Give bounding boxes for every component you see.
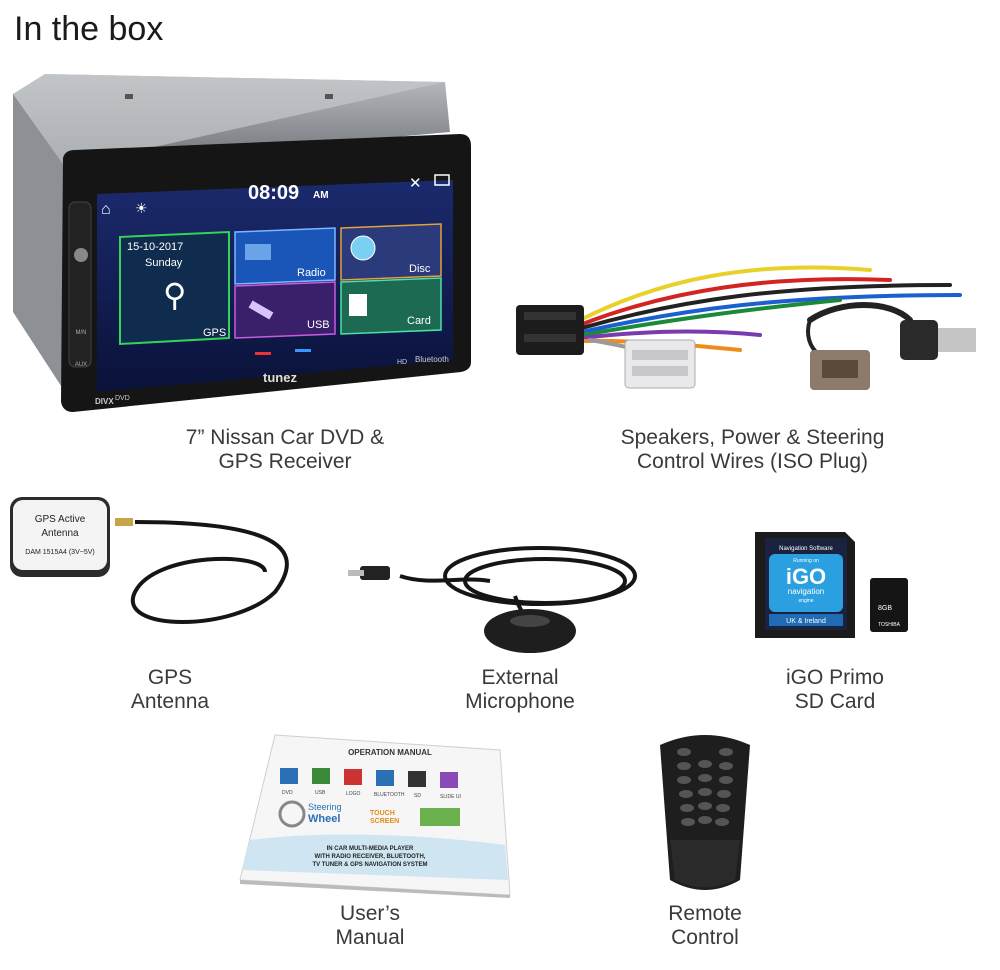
caption-antenna: GPS Antenna bbox=[110, 666, 230, 714]
caption-line: User’s bbox=[340, 902, 400, 925]
manual-icon-logo: LOGO bbox=[346, 791, 361, 797]
settings-icon: ✕ bbox=[409, 175, 422, 192]
clock-time: 08:09 bbox=[248, 182, 299, 204]
micro-sd-brand: TOSHIBA bbox=[878, 622, 901, 628]
tile-radio: Radio bbox=[234, 227, 336, 285]
manual-icon-bt: BLUETOOTH bbox=[374, 792, 405, 798]
igo-sd-card: Navigation Software Running on iGO navig… bbox=[755, 532, 908, 638]
tile-label-gps: GPS bbox=[203, 327, 226, 339]
usb-icon bbox=[248, 300, 274, 320]
caption-line: External bbox=[481, 666, 559, 689]
page-title: In the box bbox=[14, 10, 164, 48]
manual-wheel1: Steering bbox=[308, 802, 342, 812]
sd-running: Running on bbox=[793, 558, 819, 564]
brightness-icon: ☀ bbox=[135, 200, 148, 216]
disc-icon bbox=[350, 235, 376, 261]
gps-pin-icon: ⚲ bbox=[163, 277, 186, 313]
sd-sub1: navigation bbox=[788, 587, 824, 596]
caption-stereo: 7” Nissan Car DVD & GPS Receiver bbox=[150, 426, 420, 474]
tile-usb: USB bbox=[234, 281, 336, 339]
caption-manual: User’s Manual bbox=[315, 902, 425, 950]
micro-sd-size: 8GB bbox=[878, 605, 892, 612]
caption-line: SD Card bbox=[794, 690, 876, 713]
external-microphone bbox=[348, 546, 637, 653]
date-text: 15-10-2017 bbox=[127, 241, 183, 253]
manual-wheel2: Wheel bbox=[308, 813, 340, 825]
caption-sdcard: iGO Primo SD Card bbox=[765, 666, 905, 714]
manual-footer2: WITH RADIO RECEIVER, BLUETOOTH, bbox=[315, 854, 426, 860]
manual-touch1: TOUCH bbox=[370, 810, 395, 817]
hd-badge: HD bbox=[397, 359, 407, 366]
manual-icon-sd: SD bbox=[414, 793, 421, 799]
caption-line: Manual bbox=[335, 926, 405, 949]
manual-icon-slide: SLIDE UI bbox=[440, 794, 461, 800]
sd-header: Navigation Software bbox=[779, 546, 833, 552]
caption-line: GPS Receiver bbox=[218, 450, 352, 473]
users-manual: OPERATION MANUAL DVD USB LOGO BLUETOOTH … bbox=[239, 734, 511, 898]
caption-line: Antenna bbox=[130, 690, 210, 713]
sd-region: UK & Ireland bbox=[786, 618, 826, 625]
caption-line: Remote bbox=[668, 902, 742, 925]
display-icon bbox=[434, 174, 450, 186]
sd-icon bbox=[349, 294, 367, 316]
manual-heading: OPERATION MANUAL bbox=[348, 748, 432, 757]
home-icon: ⌂ bbox=[101, 201, 111, 218]
steering-wheel-icon bbox=[278, 800, 306, 828]
antenna-line3: DAM 1515A4 (3V~5V) bbox=[25, 549, 94, 556]
dvd-text: DVD bbox=[115, 395, 130, 402]
igo-logo: iGO bbox=[786, 564, 826, 589]
antenna-line2: Antenna bbox=[41, 528, 79, 539]
caption-line: Control Wires (ISO Plug) bbox=[636, 450, 869, 473]
bluetooth-text: Bluetooth bbox=[415, 355, 449, 364]
caption-line: Control bbox=[671, 926, 739, 949]
clock-ampm: AM bbox=[313, 190, 329, 201]
tile-label-radio: Radio bbox=[297, 267, 326, 279]
caption-line: Speakers, Power & Steering bbox=[620, 426, 885, 449]
car-dvd-gps-unit: AUX M/N ⌂ ☀ 08:09 AM ✕ 15-10-2017 Sunday… bbox=[13, 74, 471, 412]
day-text: Sunday bbox=[145, 257, 183, 269]
sd-sub2: engine bbox=[798, 598, 813, 604]
manual-icon-dvd: DVD bbox=[282, 790, 293, 796]
caption-line: GPS bbox=[147, 666, 193, 689]
tile-label-card: Card bbox=[407, 315, 431, 327]
manual-footer1: IN CAR MULTI-MEDIA PLAYER bbox=[327, 846, 414, 852]
remote-buttons bbox=[677, 748, 733, 826]
caption-line: iGO Primo bbox=[785, 666, 884, 689]
tile-label-disc: Disc bbox=[409, 263, 431, 275]
aux-label: AUX bbox=[75, 362, 87, 368]
caption-line: Microphone bbox=[465, 690, 575, 713]
manual-icon-row bbox=[280, 768, 458, 788]
antenna-line1: GPS Active bbox=[35, 514, 86, 525]
aerial-jack bbox=[900, 320, 938, 360]
caption-wires: Speakers, Power & Steering Control Wires… bbox=[600, 426, 905, 474]
caption-microphone: External Microphone bbox=[440, 666, 600, 714]
micro-sd-card bbox=[870, 578, 908, 632]
brand-text: tunez bbox=[263, 370, 297, 385]
tile-label-usb: USB bbox=[307, 319, 330, 331]
tile-disc: Disc bbox=[340, 223, 442, 281]
caption-remote: Remote Control bbox=[640, 902, 770, 950]
gps-antenna: GPS Active Antenna DAM 1515A4 (3V~5V) bbox=[10, 497, 289, 624]
radio-icon bbox=[245, 244, 271, 260]
wiring-harness bbox=[516, 265, 976, 390]
manual-touch2: SCREEN bbox=[370, 818, 399, 825]
tile-gps: 15-10-2017 Sunday ⚲ GPS bbox=[119, 230, 230, 346]
caption-line: 7” Nissan Car DVD & bbox=[185, 426, 385, 449]
remote-control bbox=[660, 735, 750, 890]
manual-footer3: TV TUNER & GPS NAVIGATION SYSTEM bbox=[312, 862, 427, 868]
mn-label: M/N bbox=[76, 330, 87, 336]
tile-card: Card bbox=[340, 277, 442, 335]
divx-text: DIVX bbox=[95, 397, 114, 406]
manual-icon-usb: USB bbox=[315, 790, 326, 796]
mic-head bbox=[484, 609, 576, 653]
nissan-plug-white bbox=[624, 339, 696, 389]
